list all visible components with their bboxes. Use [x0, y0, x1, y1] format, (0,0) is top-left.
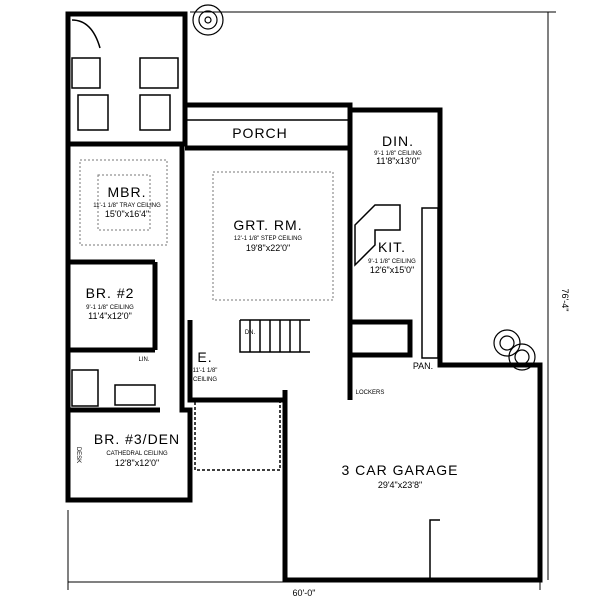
room-entry-ceiling2: CEILING — [193, 377, 217, 383]
room-mbr: MBR. 11'-1 1/8" TRAY CEILING 15'0"x16'4" — [93, 184, 161, 219]
room-kit-size: 12'6"x15'0" — [370, 265, 414, 275]
room-garage-name: 3 CAR GARAGE — [341, 462, 458, 478]
room-kit: KIT. 9'-1 1/8" CEILING 12'6"x15'0" — [368, 239, 416, 275]
stairs-dn-label: DN. — [245, 330, 256, 336]
room-grt-name: GRT. RM. — [233, 217, 302, 233]
room-garage: 3 CAR GARAGE 29'4"x23'8" — [341, 462, 458, 490]
room-grt-ceiling: 12'-1 1/8" STEP CEILING — [234, 236, 303, 242]
room-porch-name: PORCH — [232, 125, 288, 141]
linen-label: LIN. — [138, 357, 149, 363]
room-br2: BR. #2 9'-1 1/8" CEILING 11'4"x12'0" — [86, 285, 135, 321]
room-br3-size: 12'8"x12'0" — [115, 458, 159, 468]
room-entry-ceiling: 11'-1 1/8" — [193, 368, 218, 374]
room-br2-ceiling: 9'-1 1/8" CEILING — [86, 305, 134, 311]
room-grt: GRT. RM. 12'-1 1/8" STEP CEILING 19'8"x2… — [233, 217, 302, 336]
room-kit-name: KIT. — [378, 239, 406, 255]
main-walls — [185, 102, 543, 583]
room-din-name: DIN. — [382, 133, 414, 149]
bedroom-wing-walls — [65, 11, 193, 503]
room-br3-ceiling: CATHEDRAL CEILING — [106, 451, 168, 457]
room-grt-size: 19'8"x22'0" — [246, 243, 290, 253]
room-entry-name: E. — [197, 349, 212, 365]
room-br2-size: 11'4"x12'0" — [88, 311, 132, 321]
room-mbr-name: MBR. — [108, 184, 147, 200]
depth-label: 76'-4" — [560, 289, 570, 312]
room-br3-name: BR. #3/DEN — [94, 431, 180, 447]
room-entry: E. 11'-1 1/8" CEILING — [193, 349, 218, 383]
room-mbr-ceiling: 11'-1 1/8" TRAY CEILING — [93, 203, 161, 209]
room-din: DIN. 9'-1 1/8" CEILING 11'8"x13'0" — [374, 133, 422, 166]
room-br2-name: BR. #2 — [86, 285, 135, 301]
room-garage-size: 29'4"x23'8" — [378, 480, 422, 490]
dimension-depth: 76'-4" — [190, 11, 570, 580]
room-br3: BR. #3/DEN CATHEDRAL CEILING 12'8"x12'0" — [94, 431, 180, 468]
lockers-label: LOCKERS — [356, 390, 385, 396]
width-label: 60'-0" — [293, 588, 316, 598]
desk-label: DESK — [75, 447, 81, 463]
tree-icon — [192, 4, 224, 36]
room-din-ceiling: 9'-1 1/8" CEILING — [374, 151, 422, 157]
room-mbr-size: 15'0"x16'4" — [105, 209, 149, 219]
room-din-size: 11'8"x13'0" — [376, 156, 420, 166]
room-kit-ceiling: 9'-1 1/8" CEILING — [368, 259, 416, 265]
pantry-label: PAN. — [413, 361, 433, 371]
dimension-width: 60'-0" — [67, 510, 541, 598]
